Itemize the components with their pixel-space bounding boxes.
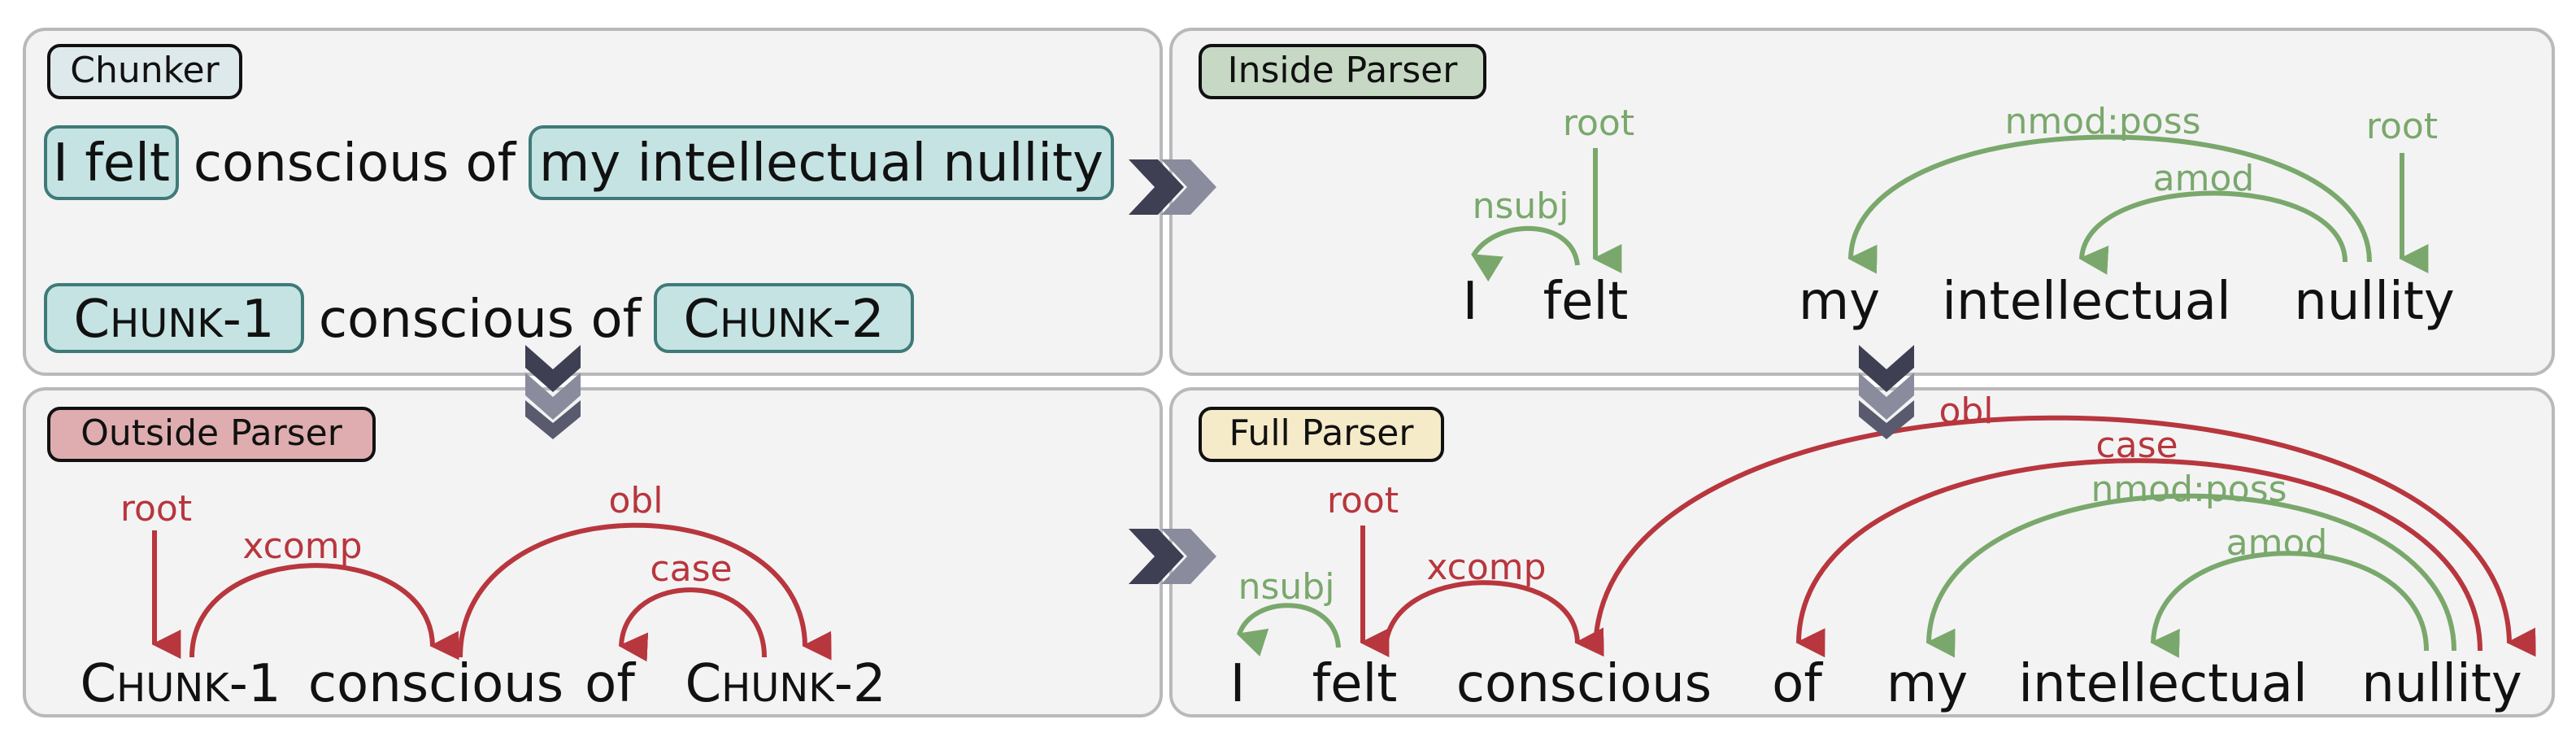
outside-token-chunk-1: CHUNK-1: [80, 654, 281, 714]
outside-parser-title: Outside Parser: [80, 412, 343, 454]
full-label-nmod-poss: nmod:poss: [2091, 469, 2287, 510]
inside-label-amod: amod: [2153, 158, 2255, 199]
inside-token-intellectual: intellectual: [1942, 272, 2231, 332]
inside-arc-nsubj: [1470, 225, 1580, 282]
chunker-title-badge: Chunker: [47, 44, 242, 99]
inside-token-I: I: [1463, 272, 1478, 332]
full-arc-nsubj: [1236, 603, 1341, 657]
full-label-root: root: [1327, 480, 1399, 521]
outside-token-conscious: conscious: [308, 654, 564, 714]
outside-token-of: of: [585, 654, 636, 714]
full-token-conscious: conscious: [1456, 654, 1712, 714]
full-label-obl: obl: [1939, 390, 1993, 432]
chunk-text-1: I felt: [53, 133, 170, 194]
inside-label-root-nullity: root: [2366, 106, 2438, 147]
full-parser-title: Full Parser: [1229, 412, 1415, 454]
chunker-middle-text: conscious of: [194, 133, 517, 194]
chunker-abstract-middle-text: conscious of: [319, 290, 642, 350]
chunker-title: Chunker: [70, 50, 220, 91]
full-token-of: of: [1772, 654, 1823, 714]
full-label-amod: amod: [2226, 522, 2328, 564]
chunk-placeholder-1: CHUNK-1: [73, 290, 274, 350]
inside-label-root-felt: root: [1563, 102, 1634, 144]
full-parser-title-badge: Full Parser: [1199, 407, 1444, 462]
full-arc-amod: [2150, 551, 2429, 658]
chunk-highlight-1: [44, 125, 179, 200]
full-arc-obl: [1593, 415, 2536, 657]
outside-label-xcomp: xcomp: [242, 525, 362, 567]
full-label-xcomp: xcomp: [1426, 547, 1546, 588]
chunker-abstracted-sentence: CHUNK-1 conscious of CHUNK-2: [44, 283, 914, 353]
outside-label-case: case: [650, 548, 732, 590]
full-token-intellectual: intellectual: [2018, 654, 2308, 714]
chunk-placeholder-2: CHUNK-2: [683, 290, 884, 350]
outside-parser-tree: CHUNK-1 conscious of CHUNK-2 root xcomp …: [80, 480, 886, 714]
full-token-nullity: nullity: [2361, 654, 2522, 714]
chunk-placeholder-highlight-1: [44, 283, 304, 353]
full-token-felt: felt: [1312, 654, 1398, 714]
full-parser-tree: I felt conscious of my intellectual null…: [1230, 390, 2536, 714]
outside-arc-case: [618, 587, 767, 662]
full-token-I: I: [1230, 654, 1246, 714]
outside-arc-xcomp: [189, 563, 459, 661]
outside-token-chunk-2: CHUNK-2: [685, 654, 886, 714]
chunker-sentence: I felt conscious of my intellectual null…: [44, 125, 1114, 200]
inside-arc-amod: [2078, 190, 2348, 275]
full-arc-nmod-poss: [1925, 493, 2456, 658]
inside-label-nsubj: nsubj: [1473, 185, 1569, 227]
inside-parser-tree: I felt my intellectual nullity nsubj roo…: [1463, 101, 2455, 332]
inside-token-felt: felt: [1543, 272, 1629, 332]
outside-arc-obl: [458, 522, 832, 661]
inside-parser-title: Inside Parser: [1228, 50, 1459, 91]
full-label-case: case: [2095, 425, 2178, 466]
outside-label-obl: obl: [608, 480, 663, 521]
chunk-text-2: my intellectual nullity: [539, 133, 1103, 194]
full-token-my: my: [1886, 654, 1968, 714]
full-label-nsubj: nsubj: [1238, 566, 1335, 608]
inside-parser-panel: [1169, 28, 2555, 376]
outside-parser-title-badge: Outside Parser: [47, 407, 376, 462]
full-arc-xcomp: [1383, 580, 1604, 657]
inside-arc-nmod-poss: [1847, 134, 2372, 274]
inside-token-nullity: nullity: [2294, 272, 2454, 332]
inside-token-my: my: [1799, 272, 1880, 332]
chevron-right-icon: [1129, 159, 1216, 215]
chunk-placeholder-highlight-2: [654, 283, 914, 353]
inside-label-nmod-poss: nmod:poss: [2004, 101, 2200, 142]
full-arc-case: [1795, 458, 2482, 658]
chevron-down-icon: [1859, 345, 1914, 439]
outside-label-root: root: [120, 488, 192, 530]
chunk-highlight-2: [529, 125, 1114, 200]
chevron-down-icon: [525, 345, 581, 439]
inside-parser-title-badge: Inside Parser: [1199, 44, 1486, 99]
chevron-right-icon: [1129, 529, 1216, 584]
